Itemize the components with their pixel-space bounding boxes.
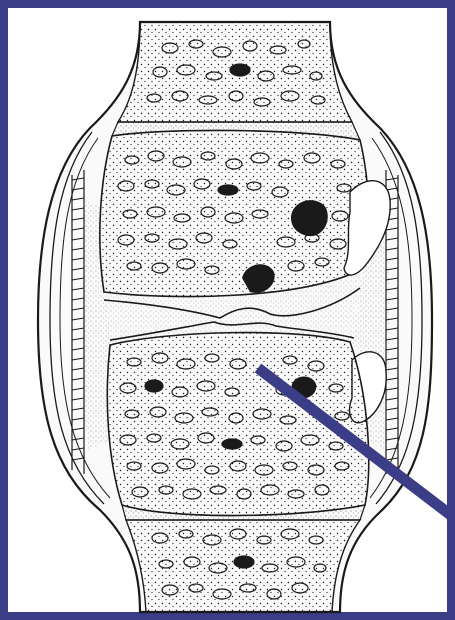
upper-bone-epiphysis	[100, 130, 368, 296]
lower-bone-shaft	[126, 520, 360, 612]
upper-bone-shaft	[118, 22, 352, 122]
